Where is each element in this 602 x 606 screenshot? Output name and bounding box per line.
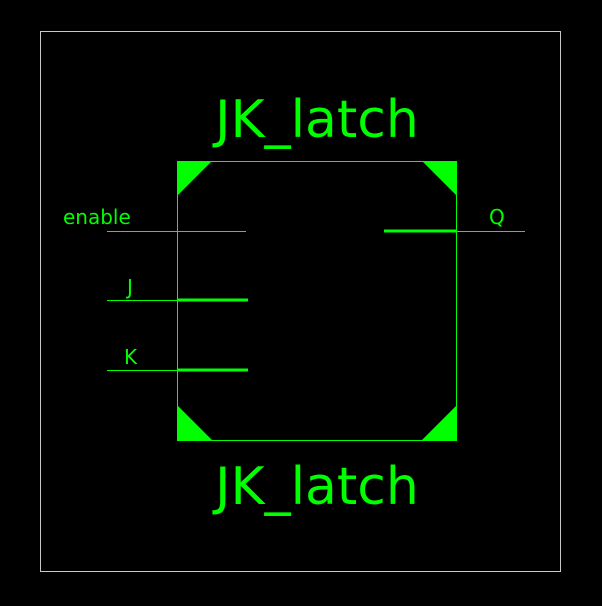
pin-enable-label: enable — [63, 205, 131, 229]
instance-name-label: JK_latch — [212, 90, 419, 150]
pin-k[interactable]: K — [107, 345, 248, 372]
corner-marker-bottom-left — [177, 405, 213, 441]
pin-q-label: Q — [489, 205, 505, 229]
pin-q[interactable]: Q — [384, 205, 525, 233]
pin-k-label: K — [124, 345, 138, 369]
corner-marker-bottom-right — [421, 405, 457, 441]
pin-j[interactable]: J — [107, 275, 248, 302]
cell-name-label: JK_latch — [212, 457, 419, 517]
sheet-frame — [40, 31, 561, 572]
pin-j-label: J — [125, 275, 133, 299]
corner-marker-top-right — [422, 161, 457, 196]
latch-body[interactable] — [177, 161, 457, 441]
corner-marker-top-left — [177, 161, 212, 196]
pin-enable[interactable]: enable — [63, 205, 246, 232]
